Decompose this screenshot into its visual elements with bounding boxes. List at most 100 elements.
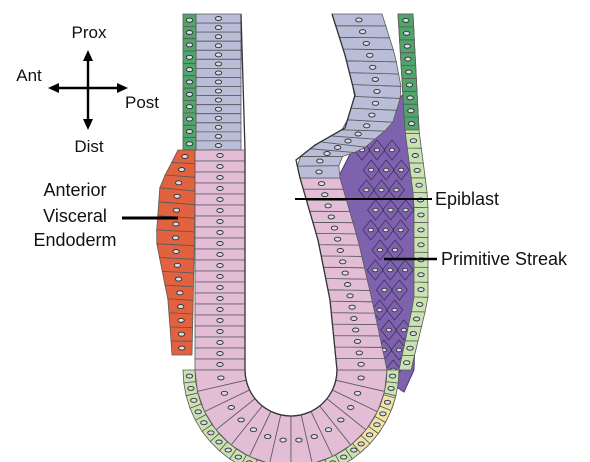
- cell-nucleus: [175, 277, 181, 281]
- cell-nucleus: [418, 273, 424, 277]
- cell-nucleus: [403, 18, 409, 22]
- cell-nucleus: [186, 374, 192, 378]
- cell-nucleus: [265, 435, 271, 439]
- visceral-endoderm-anterior-extraembryonic: [183, 14, 196, 150]
- cell-nucleus: [355, 132, 361, 136]
- cell-nucleus: [186, 31, 192, 35]
- cell-nucleus: [367, 53, 373, 57]
- cell-nucleus: [318, 182, 324, 186]
- cell-nucleus: [217, 275, 223, 279]
- cell-nucleus: [348, 406, 354, 410]
- cell-nucleus: [280, 438, 286, 442]
- label-ave-line-2: Visceral: [43, 206, 107, 226]
- cell-nucleus: [418, 228, 424, 232]
- cell-nucleus: [217, 165, 223, 169]
- cell-nucleus: [215, 125, 221, 129]
- cell-nucleus: [215, 53, 221, 57]
- cell-nucleus: [174, 194, 180, 198]
- cell-nucleus: [217, 154, 223, 158]
- cell-nucleus: [215, 71, 221, 75]
- cell-nucleus: [217, 231, 223, 235]
- label-primitive-streak: Primitive Streak: [441, 249, 568, 269]
- cell-nucleus: [353, 328, 359, 332]
- cell-nucleus: [208, 431, 214, 435]
- cell-nucleus: [173, 222, 179, 226]
- axis-label-ant: Ant: [16, 66, 42, 85]
- arrowhead-ant: [48, 83, 59, 93]
- cell-nucleus: [217, 286, 223, 290]
- cell-nucleus: [394, 188, 399, 192]
- cell-nucleus: [364, 124, 370, 128]
- cell-nucleus: [404, 361, 410, 365]
- cell-nucleus: [186, 80, 192, 84]
- cell-nucleus: [235, 455, 241, 459]
- cell-nucleus: [215, 116, 221, 120]
- cell-nucleus: [172, 236, 178, 240]
- cell-nucleus: [215, 35, 221, 39]
- cell-nucleus: [215, 80, 221, 84]
- epithelium-cells: [157, 14, 428, 462]
- cell-nucleus: [383, 228, 388, 232]
- anterior-visceral-endoderm: [157, 150, 195, 355]
- cell-nucleus: [382, 288, 387, 292]
- cell-nucleus: [372, 77, 378, 81]
- axis-label-prox: Prox: [72, 23, 107, 42]
- cell-nucleus: [337, 249, 343, 253]
- cell-nucleus: [369, 113, 375, 117]
- cell-nucleus: [221, 391, 227, 395]
- cell-nucleus: [418, 288, 424, 292]
- cell-nucleus: [403, 268, 408, 272]
- cell-nucleus: [342, 271, 348, 275]
- cell-nucleus: [334, 237, 340, 241]
- cell-nucleus: [374, 148, 379, 152]
- cell-nucleus: [388, 386, 394, 390]
- cell-nucleus: [322, 193, 328, 197]
- cell-nucleus: [407, 346, 413, 350]
- cell-nucleus: [250, 428, 256, 432]
- cell-nucleus: [408, 122, 414, 126]
- cell-nucleus: [177, 291, 183, 295]
- arrowhead-prox: [83, 50, 93, 61]
- cell-nucleus: [215, 107, 221, 111]
- cell-nucleus: [215, 26, 221, 30]
- orientation-compass: Prox Dist Ant Post: [16, 23, 159, 156]
- cell-nucleus: [225, 448, 231, 452]
- cell-nucleus: [215, 98, 221, 102]
- cell-nucleus: [186, 55, 192, 59]
- cell-nucleus: [215, 89, 221, 93]
- cell-nucleus: [345, 139, 351, 143]
- cell-nucleus: [201, 421, 207, 425]
- cell-nucleus: [338, 418, 344, 422]
- cell-nucleus: [418, 243, 424, 247]
- cell-nucleus: [370, 65, 376, 69]
- anterior-extraembryonic-ectoderm: [196, 14, 241, 150]
- cell-nucleus: [358, 442, 364, 446]
- cell-nucleus: [351, 317, 357, 321]
- cell-nucleus: [392, 308, 397, 312]
- cell-nucleus: [358, 362, 364, 366]
- cell-nucleus: [317, 159, 323, 163]
- cell-nucleus: [296, 438, 302, 442]
- cell-nucleus: [380, 412, 386, 416]
- cell-nucleus: [389, 374, 395, 378]
- cell-nucleus: [186, 92, 192, 96]
- cell-nucleus: [179, 346, 185, 350]
- cell-nucleus: [217, 308, 223, 312]
- cell-nucleus: [388, 208, 393, 212]
- cell-nucleus: [217, 209, 223, 213]
- cell-nucleus: [372, 101, 378, 105]
- cell-nucleus: [328, 215, 334, 219]
- cell-nucleus: [401, 328, 406, 332]
- cell-nucleus: [410, 332, 416, 336]
- cell-nucleus: [186, 43, 192, 47]
- cell-nucleus: [408, 109, 414, 113]
- cell-nucleus: [399, 168, 404, 172]
- cell-nucleus: [215, 17, 221, 21]
- cell-nucleus: [217, 341, 223, 345]
- cell-nucleus: [311, 435, 317, 439]
- cell-nucleus: [413, 317, 419, 321]
- cell-nucleus: [388, 268, 393, 272]
- cell-nucleus: [186, 105, 192, 109]
- cell-nucleus: [389, 148, 394, 152]
